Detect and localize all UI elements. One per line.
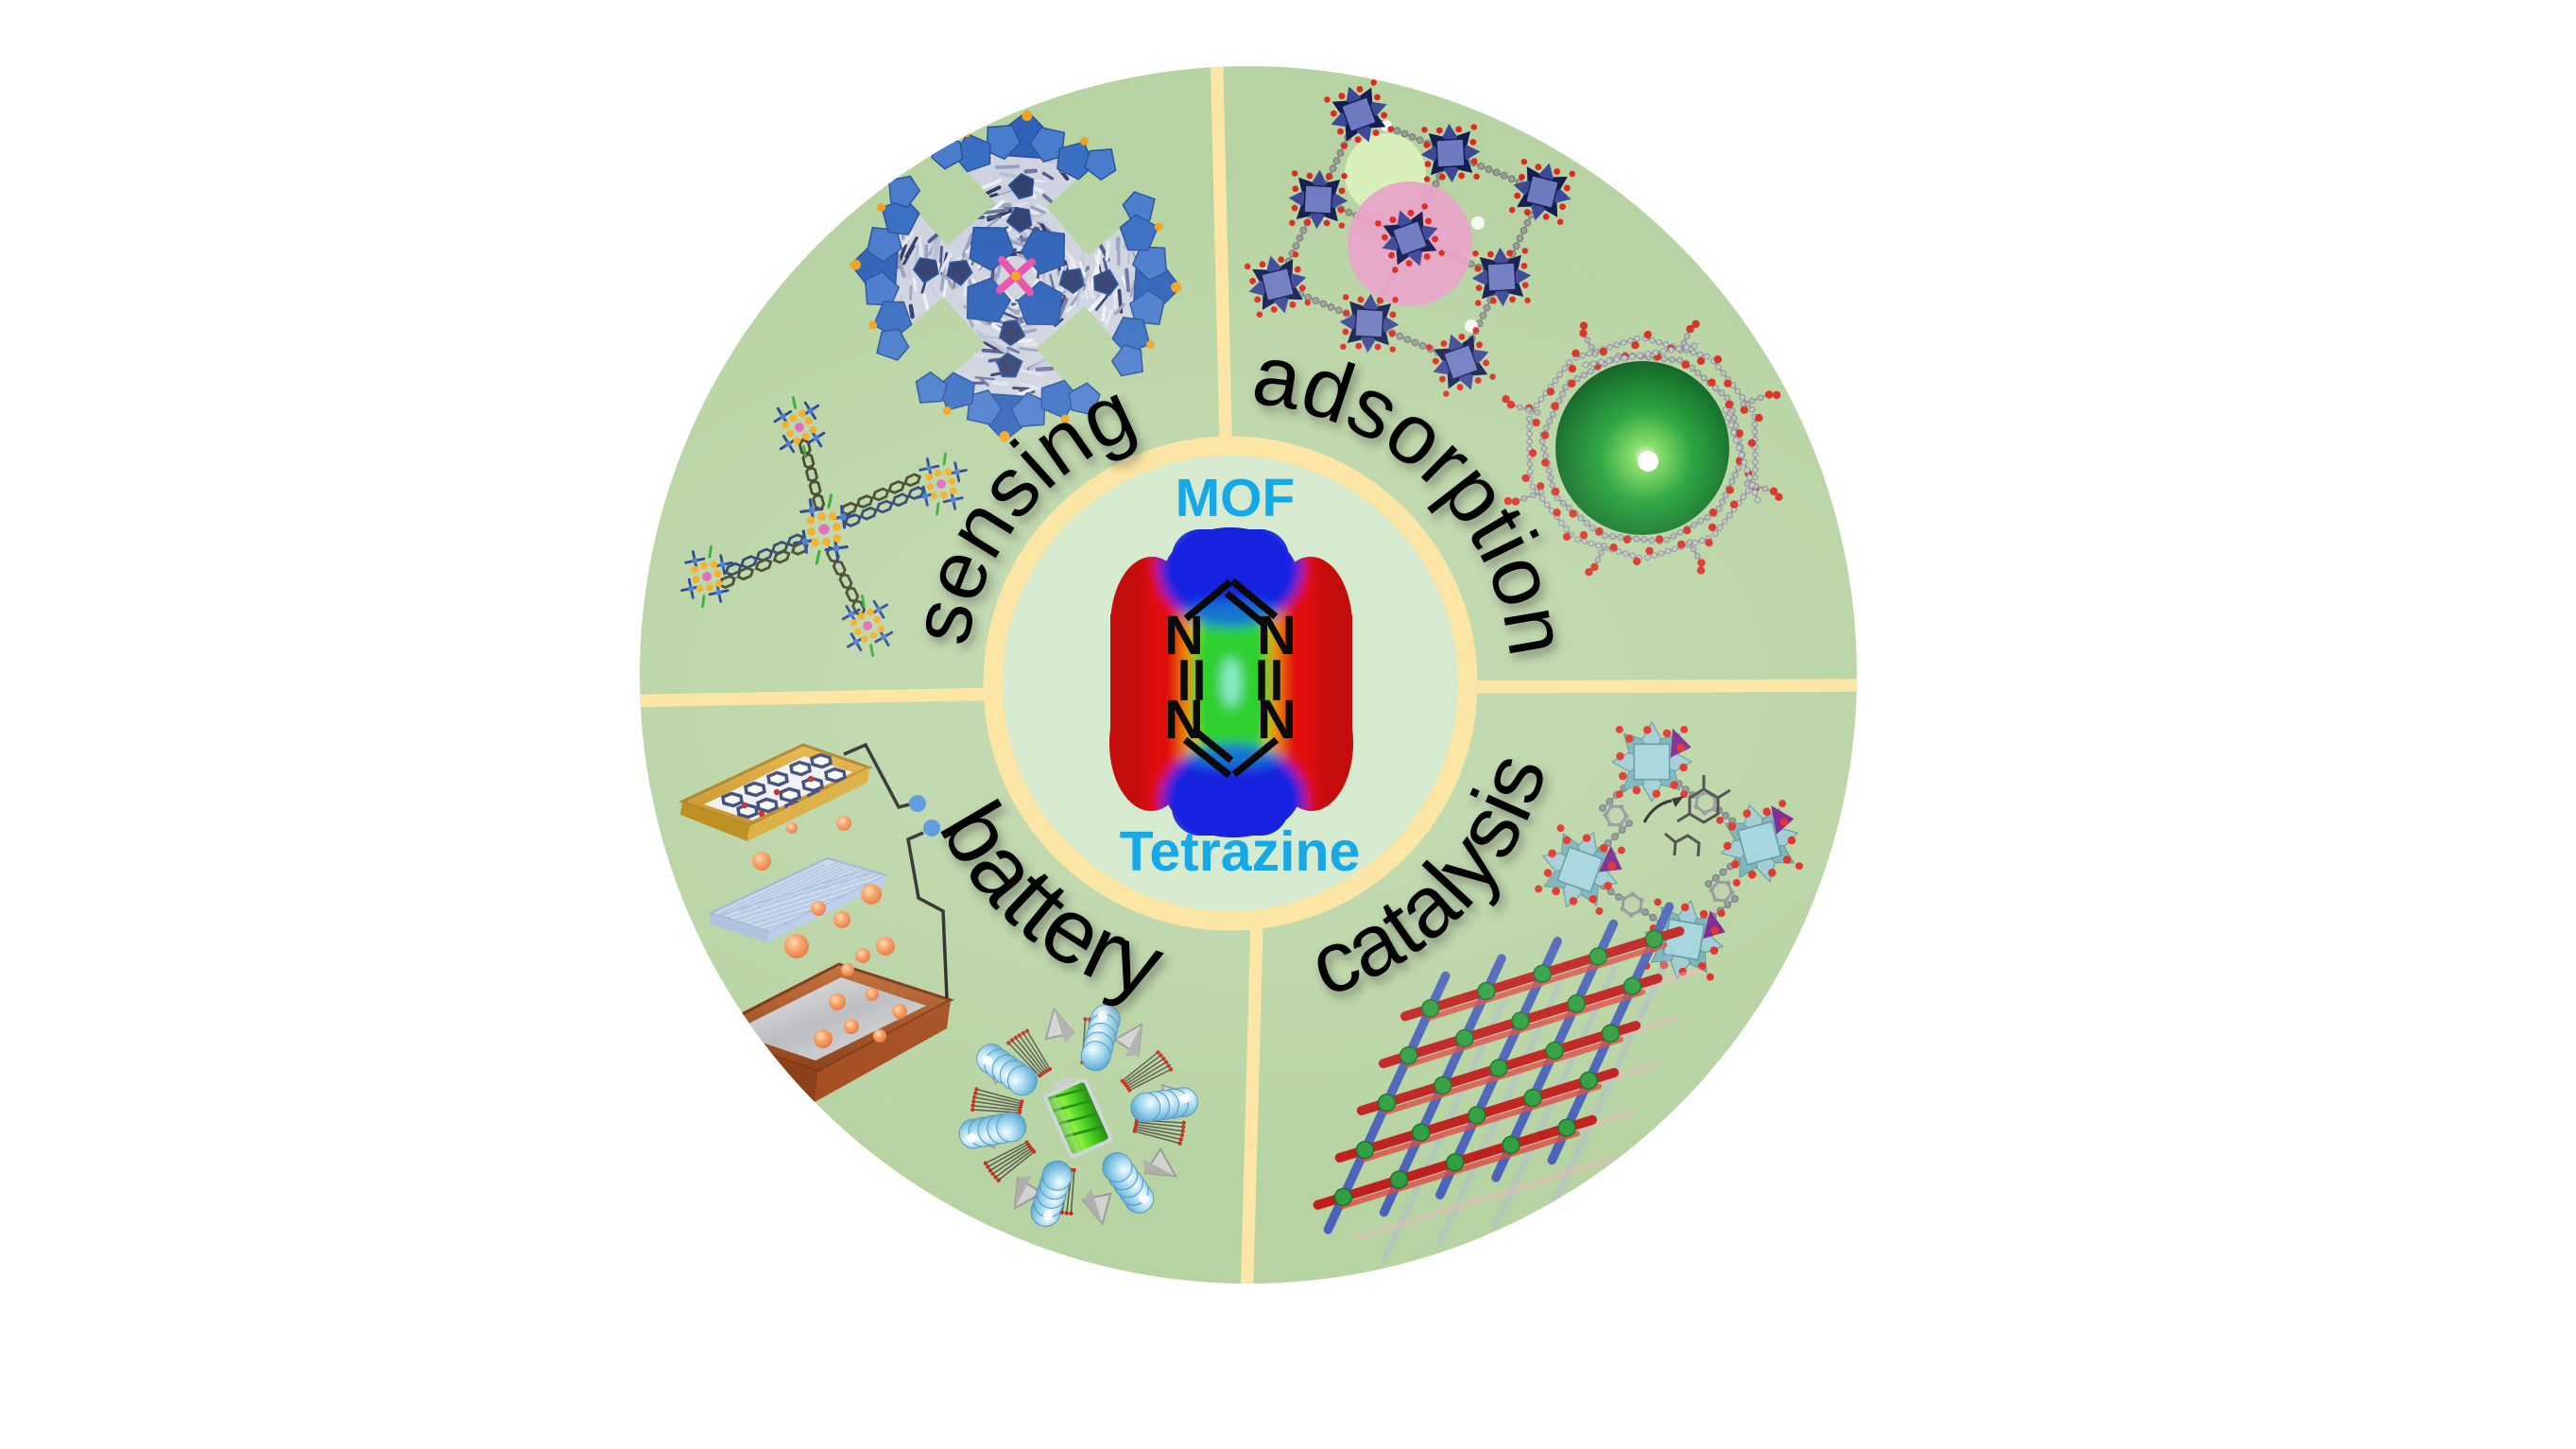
svg-text:N: N	[1257, 605, 1297, 666]
svg-text:MOF: MOF	[1176, 468, 1296, 528]
svg-text:N: N	[1257, 689, 1297, 750]
svg-text:Tetrazine: Tetrazine	[1120, 820, 1361, 883]
svg-text:N: N	[1164, 689, 1204, 750]
svg-text:N: N	[1164, 605, 1204, 666]
